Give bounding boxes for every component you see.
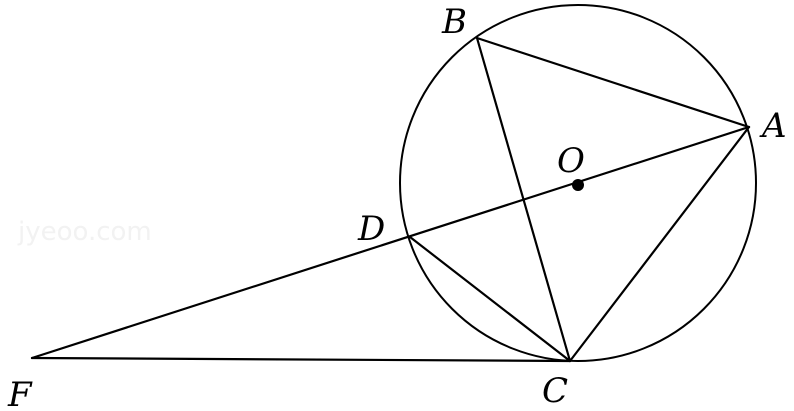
segment-fc [30,356,572,363]
label-d: D [357,209,385,249]
segment-dc [408,235,572,363]
label-o: O [557,141,585,181]
segments [30,36,751,363]
center-point-o [572,179,584,191]
label-f: F [7,375,33,411]
circle-o [399,4,757,362]
label-c: C [542,371,568,411]
label-b: B [441,2,467,42]
watermark: jyeoo.com [17,217,152,247]
segment-ac [568,125,751,363]
segment-ba [475,36,751,129]
label-a: A [759,106,787,146]
segment-af [30,125,751,360]
